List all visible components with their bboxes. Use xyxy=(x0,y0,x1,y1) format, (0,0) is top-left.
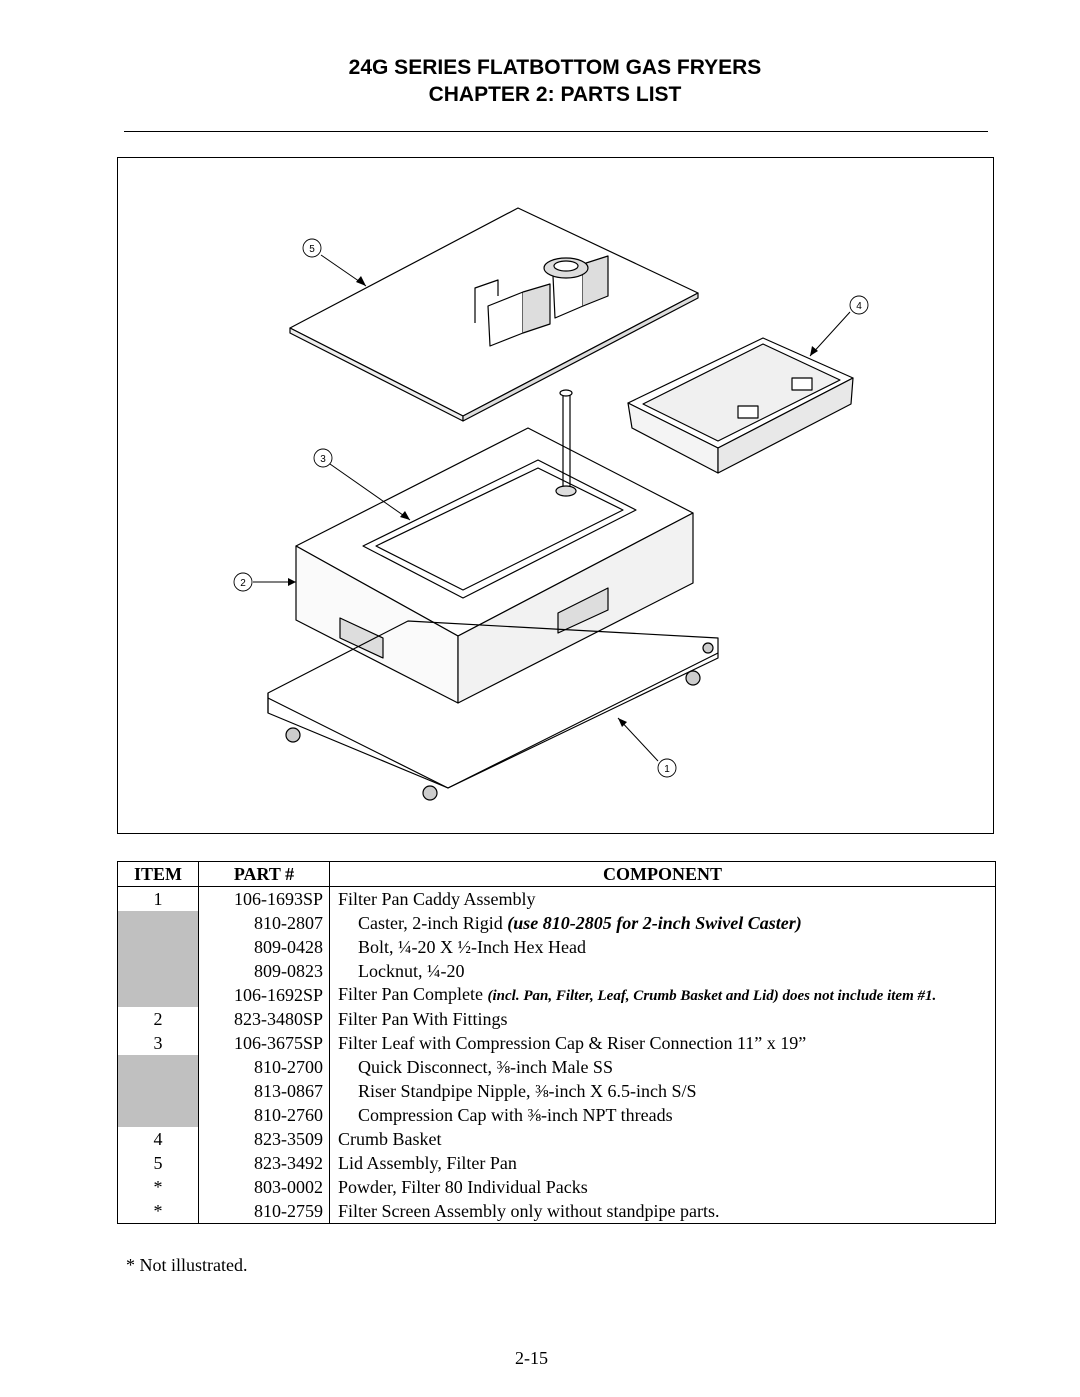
component-cell: Riser Standpipe Nipple, ⅜-inch X 6.5-inc… xyxy=(329,1079,996,1103)
part-column-header: PART # xyxy=(198,861,330,887)
table-row: 810-2807 Caster, 2-inch Rigid (use 810-2… xyxy=(117,911,996,935)
component-cell: Locknut, ¼-20 xyxy=(329,959,996,983)
exploded-diagram: 1 2 3 4 5 xyxy=(117,157,994,834)
part-cell: 823-3509 xyxy=(198,1127,330,1151)
component-cell: Bolt, ¼-20 X ½-Inch Hex Head xyxy=(329,935,996,959)
component-column-header: COMPONENT xyxy=(329,861,996,887)
component-cell: Lid Assembly, Filter Pan xyxy=(329,1151,996,1175)
item-cell xyxy=(117,935,199,959)
component-note: (incl. Pan, Filter, Leaf, Crumb Basket a… xyxy=(487,988,937,1004)
component-cell: Powder, Filter 80 Individual Packs xyxy=(329,1175,996,1199)
page-number: 2-15 xyxy=(515,1348,548,1368)
item-cell xyxy=(117,983,199,1007)
component-cell: Quick Disconnect, ⅜-inch Male SS xyxy=(329,1055,996,1079)
chapter-title: CHAPTER 2: PARTS LIST xyxy=(428,83,682,106)
table-row: 106-1692SP Filter Pan Complete (incl. Pa… xyxy=(117,983,996,1007)
filter-pan-illustration: 1 2 3 4 5 xyxy=(233,207,869,801)
callout-4: 4 xyxy=(856,301,862,312)
item-cell: 1 xyxy=(117,886,199,911)
header-rule xyxy=(124,131,988,132)
item-cell: 2 xyxy=(117,1007,199,1031)
callout-3: 3 xyxy=(320,454,326,465)
part-cell: 823-3480SP xyxy=(198,1007,330,1031)
table-row: 810-2700 Quick Disconnect, ⅜-inch Male S… xyxy=(117,1055,996,1079)
callout-5: 5 xyxy=(309,244,315,255)
item-cell xyxy=(117,1055,199,1079)
item-cell: 4 xyxy=(117,1127,199,1151)
item-cell xyxy=(117,1103,199,1127)
callout-2: 2 xyxy=(240,578,246,589)
component-text: Filter Pan Complete xyxy=(338,984,488,1004)
item-cell: 3 xyxy=(117,1031,199,1055)
item-column-header: ITEM xyxy=(117,861,199,887)
component-cell: Filter Screen Assembly only without stan… xyxy=(329,1199,996,1224)
table-row: 809-0428 Bolt, ¼-20 X ½-Inch Hex Head xyxy=(117,935,996,959)
table-row: * 803-0002 Powder, Filter 80 Individual … xyxy=(117,1175,996,1199)
part-cell: 823-3492 xyxy=(198,1151,330,1175)
callout-1: 1 xyxy=(664,764,670,775)
component-cell: Filter Pan With Fittings xyxy=(329,1007,996,1031)
part-cell: 106-1692SP xyxy=(198,983,330,1007)
part-cell: 809-0428 xyxy=(198,935,330,959)
component-text: Caster, 2-inch Rigid xyxy=(358,913,508,933)
part-cell: 810-2700 xyxy=(198,1055,330,1079)
part-cell: 106-1693SP xyxy=(198,886,330,911)
item-cell xyxy=(117,959,199,983)
table-row: 1 106-1693SP Filter Pan Caddy Assembly xyxy=(117,886,996,911)
component-cell: Filter Leaf with Compression Cap & Riser… xyxy=(329,1031,996,1055)
component-cell: Filter Pan Complete (incl. Pan, Filter, … xyxy=(329,983,996,1007)
document-title: 24G SERIES FLATBOTTOM GAS FRYERS xyxy=(348,56,762,79)
component-cell: Caster, 2-inch Rigid (use 810-2805 for 2… xyxy=(329,911,996,935)
part-cell: 810-2807 xyxy=(198,911,330,935)
table-header-row: ITEM PART # COMPONENT xyxy=(117,861,996,887)
footnote: * Not illustrated. xyxy=(126,1255,248,1275)
item-cell: * xyxy=(117,1175,199,1199)
component-cell: Crumb Basket xyxy=(329,1127,996,1151)
component-cell: Compression Cap with ⅜-inch NPT threads xyxy=(329,1103,996,1127)
table-row: 5 823-3492 Lid Assembly, Filter Pan xyxy=(117,1151,996,1175)
item-cell: 5 xyxy=(117,1151,199,1175)
part-cell: 803-0002 xyxy=(198,1175,330,1199)
table-row: 4 823-3509 Crumb Basket xyxy=(117,1127,996,1151)
table-row: 813-0867 Riser Standpipe Nipple, ⅜-inch … xyxy=(117,1079,996,1103)
table-row: * 810-2759 Filter Screen Assembly only w… xyxy=(117,1199,996,1224)
table-row: 3 106-3675SP Filter Leaf with Compressio… xyxy=(117,1031,996,1055)
part-cell: 809-0823 xyxy=(198,959,330,983)
table-row: 810-2760 Compression Cap with ⅜-inch NPT… xyxy=(117,1103,996,1127)
item-cell xyxy=(117,1079,199,1103)
item-cell: * xyxy=(117,1199,199,1224)
part-cell: 106-3675SP xyxy=(198,1031,330,1055)
part-cell: 810-2760 xyxy=(198,1103,330,1127)
part-cell: 813-0867 xyxy=(198,1079,330,1103)
item-cell xyxy=(117,911,199,935)
table-row: 2 823-3480SP Filter Pan With Fittings xyxy=(117,1007,996,1031)
parts-table: ITEM PART # COMPONENT 1 106-1693SP Filte… xyxy=(117,861,996,1224)
part-cell: 810-2759 xyxy=(198,1199,330,1224)
component-note: (use 810-2805 for 2-inch Swivel Caster) xyxy=(507,913,802,933)
table-row: 809-0823 Locknut, ¼-20 xyxy=(117,959,996,983)
component-cell: Filter Pan Caddy Assembly xyxy=(329,886,996,911)
